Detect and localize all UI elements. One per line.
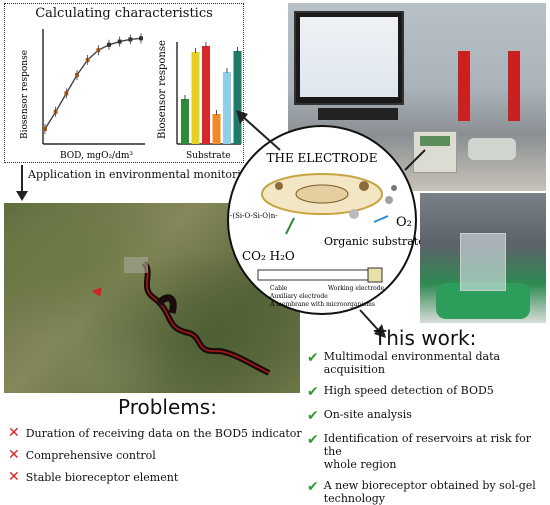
left-chart-fit-curve [44, 37, 142, 130]
electrode-photo [420, 193, 546, 323]
particle-icon [349, 209, 359, 219]
problem-text: Comprehensive control [25, 448, 156, 462]
analyzer-display [420, 136, 450, 146]
green-arrow [285, 217, 295, 235]
benefit-line: A new bioreceptor obtained by sol-gel [323, 479, 536, 492]
benefit-text: High speed detection of BOD5 [324, 384, 494, 397]
problem-item: ✕ Comprehensive control [8, 444, 308, 466]
benefit-text: Multimodal environmental data acquisitio… [324, 350, 547, 376]
benefit-item: ✔ A new bioreceptor obtained by sol-gel … [307, 479, 547, 505]
green-check-icon: ✔ [307, 350, 319, 366]
right-chart-xlabel: Substrate [186, 151, 231, 161]
membrane-label: A membrane with microorganisms [269, 301, 375, 308]
o2-label: O₂ [396, 215, 412, 230]
bar [233, 51, 242, 144]
electrode-circle [227, 125, 417, 315]
keyboard [318, 108, 398, 120]
benefit-text: A new bioreceptor obtained by sol-gel te… [324, 479, 536, 505]
reservoir-shape [156, 294, 177, 314]
problem-text: Duration of receiving data on the BOD5 i… [25, 426, 302, 440]
problem-item: ✕ Duration of receiving data on the BOD5… [8, 422, 308, 444]
monitor [294, 11, 404, 105]
green-check-icon: ✔ [307, 408, 319, 424]
electrode-title: THE ELECTRODE [267, 151, 378, 165]
benefit-line: Multimodal environmental data acquisitio… [323, 350, 501, 376]
benefit-item: ✔ Identification of reservoirs at risk f… [307, 432, 547, 471]
organic-label: Organic substrates [324, 235, 420, 248]
pipette-stand-2 [508, 51, 520, 121]
right-chart-ylabel: Biosensor response [157, 40, 168, 139]
blue-arrow [373, 215, 389, 223]
red-x-icon: ✕ [8, 447, 20, 463]
problem-text: Stable bioreceptor element [25, 470, 179, 484]
benefit-item: ✔ High speed detection of BOD5 [307, 384, 547, 400]
benefit-line: whole region [323, 458, 397, 471]
this-work-title: This work: [374, 326, 477, 350]
benefit-line: Identification of reservoirs at risk for… [323, 432, 531, 458]
bar [223, 72, 231, 144]
bar [191, 52, 200, 144]
problem-item: ✕ Stable bioreceptor element [8, 466, 308, 488]
stirrer [468, 138, 516, 160]
red-x-icon: ✕ [8, 469, 20, 485]
bar [202, 46, 210, 144]
river-highlight [143, 262, 270, 374]
benefit-item: ✔ On-site analysis [307, 408, 547, 424]
location-marker [92, 287, 102, 297]
green-check-icon: ✔ [307, 384, 319, 400]
connector-arrows [236, 110, 426, 338]
cable-label: Cable [270, 285, 288, 292]
benefit-line: technology [323, 492, 386, 505]
beaker [460, 233, 506, 291]
benefit-text: On-site analysis [324, 408, 412, 421]
particle-icon [275, 182, 283, 190]
reservoir-map-svg [92, 257, 271, 376]
benefit-line: On-site analysis [323, 408, 412, 421]
co2-label: CO₂ H₂O [242, 249, 295, 263]
town-area [124, 257, 148, 273]
left-chart-ylabel: Biosensor response [20, 50, 30, 139]
particle-icon [359, 181, 369, 191]
particle-icon [391, 185, 397, 191]
green-check-icon: ✔ [307, 432, 319, 448]
working-electrode-label: Working electrode [328, 285, 385, 292]
pipette-stand [458, 51, 470, 121]
auxiliary-electrode-label: Auxiliary electrode [269, 293, 328, 300]
electrode-tip [367, 267, 383, 283]
bar [212, 114, 221, 144]
bar [181, 99, 189, 144]
bacterium-icon [295, 184, 349, 204]
left-chart-xlabel: BOD, mgO₂/dm³ [60, 151, 133, 161]
electrode-diagram: THE ELECTRODE -(Si-O-Si-O)n- CO₂ H₂O O₂ … [227, 125, 420, 315]
monitor-screen [300, 17, 398, 97]
green-check-icon: ✔ [307, 479, 319, 495]
panel-title: Calculating characteristics [35, 6, 213, 21]
application-arrow [16, 165, 28, 201]
characteristics-panel: Calculating characteristics Biosensor re… [4, 3, 244, 163]
charts-svg: Biosensor response BOD, mgO₂/dm³ Biosens… [20, 29, 242, 161]
silica-label: -(Si-O-Si-O)n- [230, 212, 278, 220]
problems-list: ✕ Duration of receiving data on the BOD5… [8, 422, 308, 488]
particle-icon [385, 196, 393, 204]
benefit-text: Identification of reservoirs at risk for… [324, 432, 547, 471]
application-label: Application in environmental monitoring [28, 168, 255, 181]
benefit-line: High speed detection of BOD5 [323, 384, 494, 397]
benefit-item: ✔ Multimodal environmental data acquisit… [307, 350, 547, 376]
this-work-list: ✔ Multimodal environmental data acquisit… [307, 350, 547, 505]
red-x-icon: ✕ [8, 425, 20, 441]
problems-title: Problems: [118, 395, 217, 419]
analyzer [413, 131, 457, 173]
